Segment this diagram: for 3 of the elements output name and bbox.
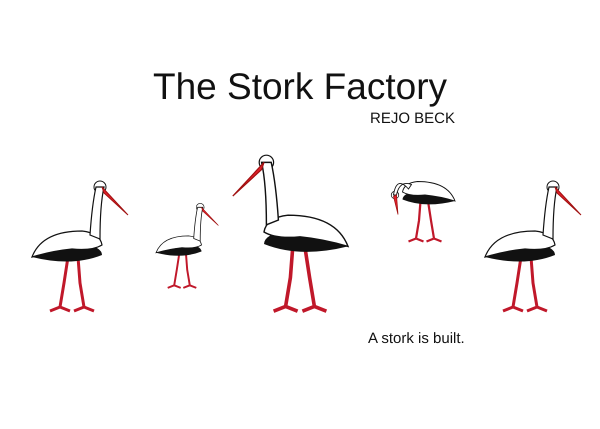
title: The Stork Factory	[152, 66, 448, 108]
author-name: REJO BECK	[370, 110, 456, 127]
caption: A stork is built.	[368, 330, 465, 347]
